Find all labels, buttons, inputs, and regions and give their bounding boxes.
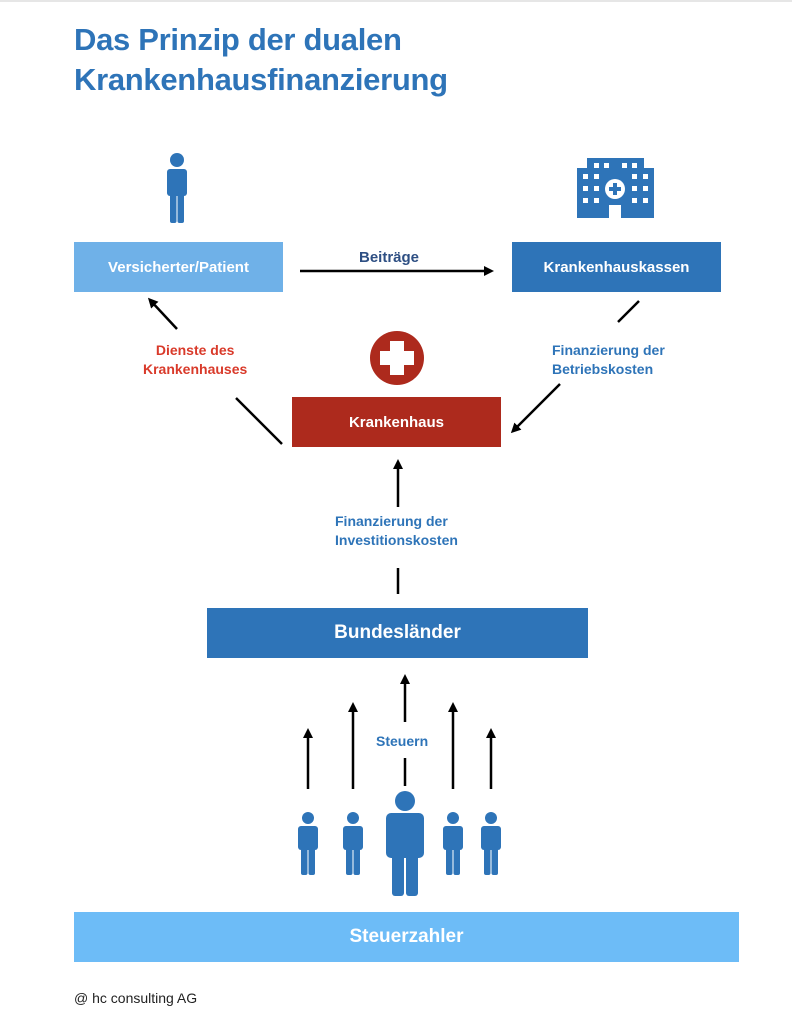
betrieb-arrow	[510, 383, 561, 434]
steuerzahler-box: Steuerzahler	[74, 912, 739, 962]
title-line-1: Das Prinzip der dualen	[74, 22, 402, 57]
page-title: Das Prinzip der dualen Krankenhausfinanz…	[74, 20, 674, 100]
medical-cross-icon	[370, 331, 424, 385]
krankenkassen-box: Krankenhauskassen	[512, 242, 721, 292]
investitionskosten-label-line-1: Finanzierung der	[335, 513, 448, 529]
bundeslaender-box: Bundesländer	[207, 608, 588, 658]
top-divider	[0, 0, 792, 2]
investitionskosten-label: Finanzierung der Investitionskosten	[335, 512, 458, 550]
betrieb-connector	[617, 300, 640, 323]
investitionskosten-label-line-2: Investitionskosten	[335, 532, 458, 548]
betriebskosten-label: Finanzierung der Betriebskosten	[552, 341, 665, 379]
taxpayer-person-icon	[298, 812, 318, 875]
krankenhaus-box: Krankenhaus	[292, 397, 501, 447]
beitraege-label: Beiträge	[359, 249, 420, 266]
taxpayer-person-icon	[443, 812, 463, 875]
footer-copyright: @ hc consulting AG	[74, 990, 198, 1006]
title-line-2: Krankenhausfinanzierung	[74, 62, 448, 97]
taxpayer-person-icon	[481, 812, 501, 875]
dienste-label: Dienste des Krankenhauses	[143, 341, 247, 379]
betriebskosten-label-line-1: Finanzierung der	[552, 342, 665, 358]
dienste-connector	[235, 397, 283, 445]
taxpayer-person-icon	[343, 812, 363, 875]
steuern-label: Steuern	[376, 733, 429, 749]
dienste-arrow	[147, 297, 178, 330]
patient-box: Versicherter/Patient	[74, 242, 283, 292]
taxpayer-person-icon	[386, 791, 424, 896]
dienste-label-line-1: Dienste des	[155, 342, 235, 358]
betriebskosten-label-line-2: Betriebskosten	[552, 361, 654, 377]
person-icon	[167, 153, 187, 223]
dienste-label-line-2: Krankenhauses	[143, 361, 248, 377]
hospital-building-icon	[577, 158, 654, 218]
